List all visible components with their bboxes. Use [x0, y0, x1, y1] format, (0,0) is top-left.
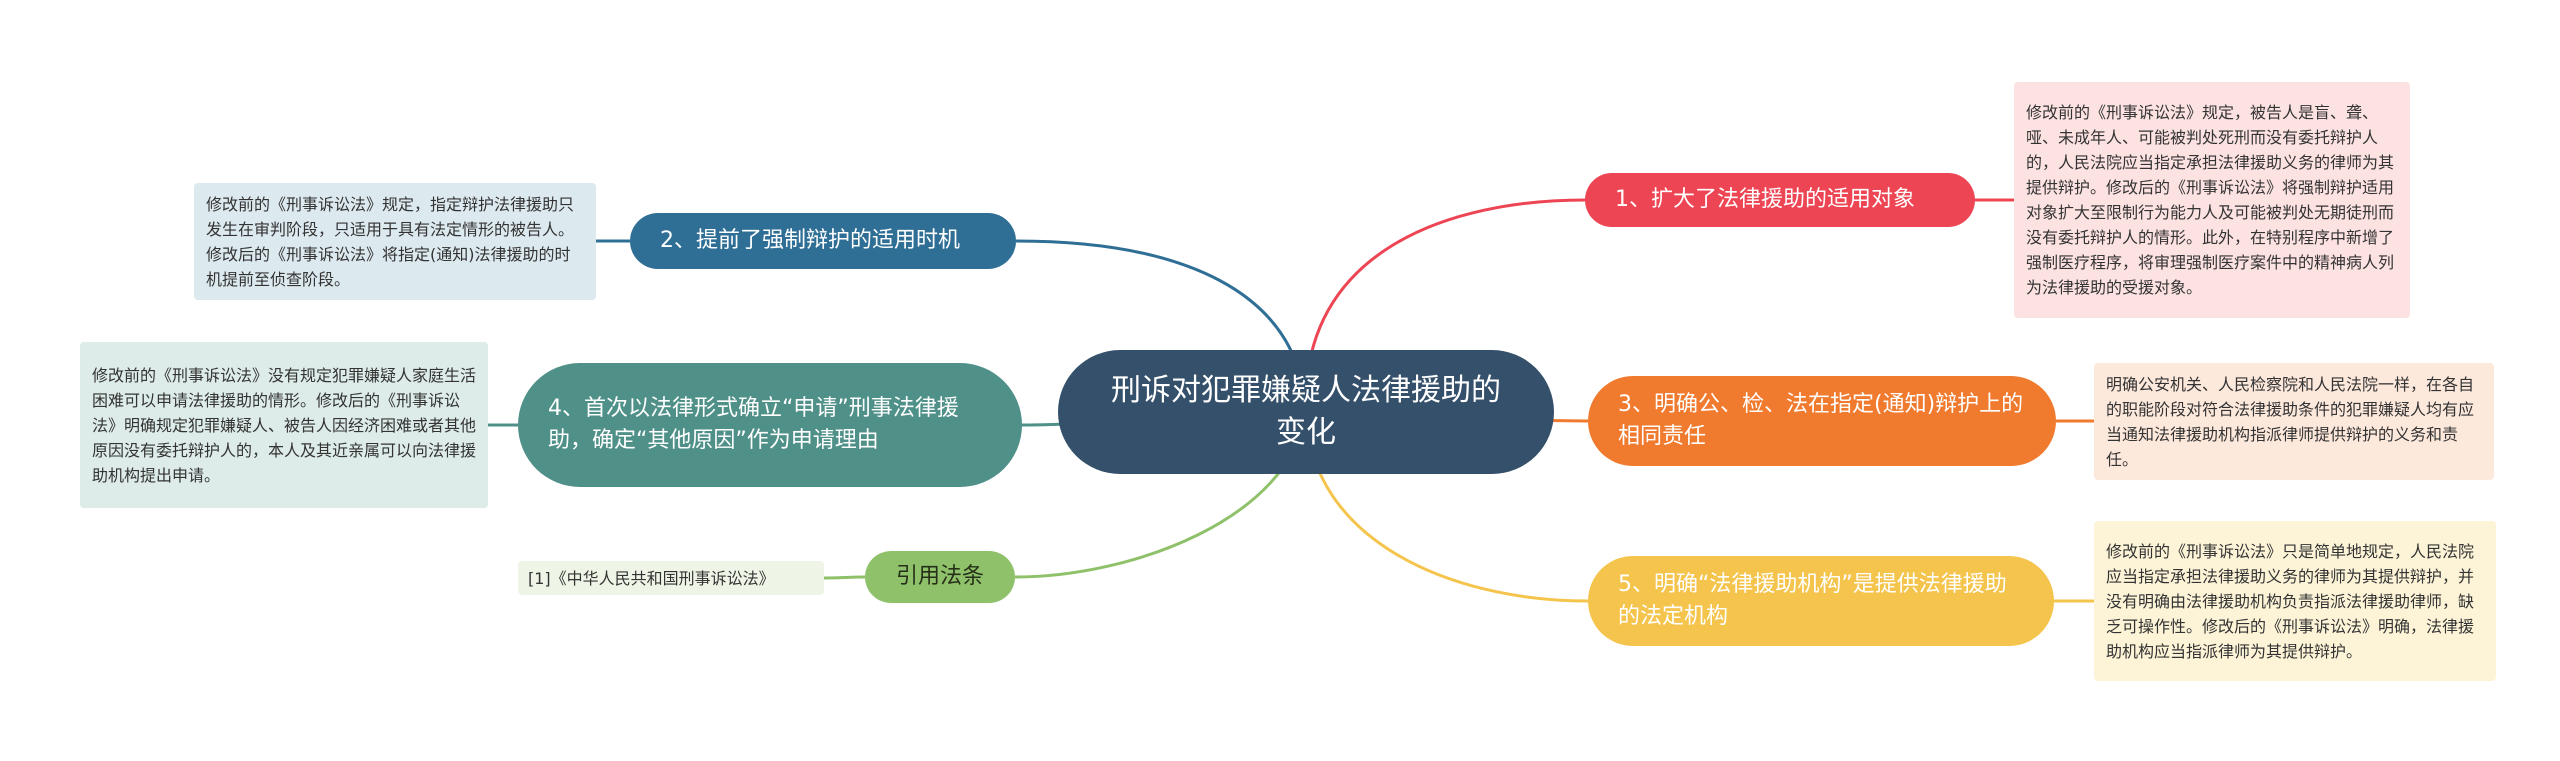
leaf-note-cited-statute[interactable]: [1]《中华人民共和国刑事诉讼法》 — [518, 561, 824, 595]
branch-application-legal-aid[interactable]: 4、首次以法律形式确立“申请”刑事法律援助，确定“其他原因”作为申请理由 — [518, 363, 1022, 487]
branch-label: 4、首次以法律形式确立“申请”刑事法律援助，确定“其他原因”作为申请理由 — [548, 396, 959, 453]
branch-legal-aid-agency[interactable]: 5、明确“法律援助机构”是提供法律援助的法定机构 — [1588, 556, 2054, 646]
leaf-text: 修改前的《刑事诉讼法》没有规定犯罪嫌疑人家庭生活困难可以申请法律援助的情形。修改… — [92, 365, 477, 485]
branch-cited-statutes[interactable]: 引用法条 — [865, 551, 1015, 603]
branch-label: 引用法条 — [895, 564, 984, 589]
leaf-note-legal-aid-agency[interactable]: 修改前的《刑事诉讼法》只是简单地规定，人民法院应当指定承担法律援助义务的律师为其… — [2094, 521, 2496, 681]
branch-label: 5、明确“法律援助机构”是提供法律援助的法定机构 — [1618, 572, 2007, 629]
leaf-text: 修改前的《刑事诉讼法》规定，指定辩护法律援助只发生在审判阶段，只适用于具有法定情… — [206, 194, 575, 289]
branch-label: 1、扩大了法律援助的适用对象 — [1615, 187, 1915, 212]
branch-label: 3、明确公、检、法在指定(通知)辩护上的相同责任 — [1618, 392, 2024, 449]
leaf-note-expand-subjects[interactable]: 修改前的《刑事诉讼法》规定，被告人是盲、聋、哑、未成年人、可能被判处死刑而没有委… — [2014, 82, 2410, 318]
leaf-text: 修改前的《刑事诉讼法》规定，被告人是盲、聋、哑、未成年人、可能被判处死刑而没有委… — [2026, 103, 2395, 297]
leaf-note-application[interactable]: 修改前的《刑事诉讼法》没有规定犯罪嫌疑人家庭生活困难可以申请法律援助的情形。修改… — [80, 342, 488, 508]
branch-label: 2、提前了强制辩护的适用时机 — [660, 228, 960, 253]
branch-expand-applicable-subjects[interactable]: 1、扩大了法律援助的适用对象 — [1585, 173, 1975, 227]
branch-advance-mandatory-defense-timing[interactable]: 2、提前了强制辩护的适用时机 — [630, 213, 1016, 269]
central-topic[interactable]: 刑诉对犯罪嫌疑人法律援助的变化 — [1058, 350, 1554, 474]
connector-b6-leaf — [823, 575, 866, 580]
leaf-text: 明确公安机关、人民检察院和人民法院一样，在各自的职能阶段对符合法律援助条件的犯罪… — [2106, 374, 2475, 469]
leaf-note-defense-timing[interactable]: 修改前的《刑事诉讼法》规定，指定辩护法律援助只发生在审判阶段，只适用于具有法定情… — [194, 183, 596, 300]
leaf-text: 修改前的《刑事诉讼法》只是简单地规定，人民法院应当指定承担法律援助义务的律师为其… — [2106, 541, 2475, 661]
leaf-note-common-responsibility[interactable]: 明确公安机关、人民检察院和人民法院一样，在各自的职能阶段对符合法律援助条件的犯罪… — [2094, 363, 2494, 480]
branch-common-responsibility[interactable]: 3、明确公、检、法在指定(通知)辩护上的相同责任 — [1588, 376, 2056, 466]
leaf-text: [1]《中华人民共和国刑事诉讼法》 — [528, 568, 775, 588]
central-topic-label: 刑诉对犯罪嫌疑人法律援助的变化 — [1111, 373, 1501, 450]
